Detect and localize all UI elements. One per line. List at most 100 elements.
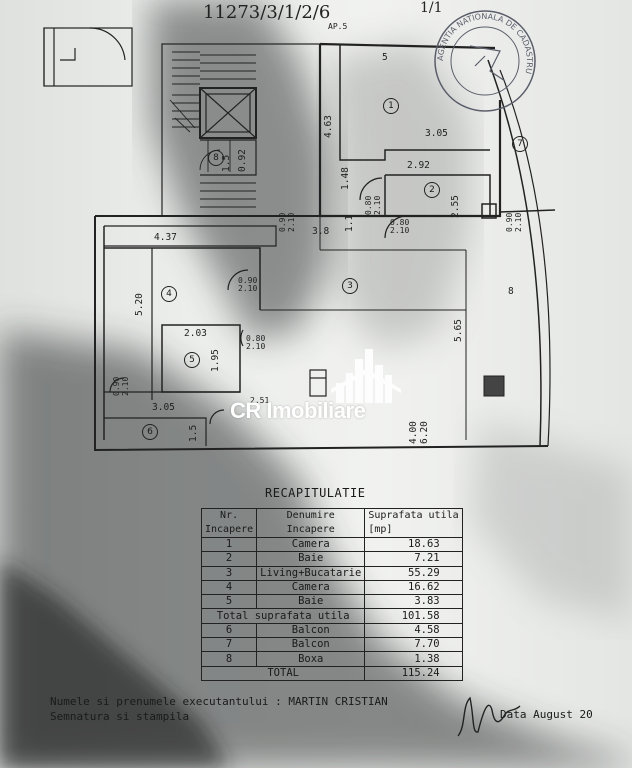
dim-r2-height: 2.55	[450, 195, 461, 218]
dim-15: 1.5	[221, 154, 232, 172]
table-row: 8 Boxa 1.38	[200, 651, 463, 667]
recap-title: RECAPITULATIE	[265, 486, 366, 500]
subtotal-label: Total suprafata utila	[200, 608, 366, 624]
subtotal-row: Total suprafata utila 101.58	[200, 608, 463, 624]
table-row: 6 Balcon 4.58	[200, 622, 463, 639]
row-nr: 8	[200, 651, 258, 667]
row-area: 16.62	[364, 579, 463, 596]
row-nr: 7	[200, 637, 258, 653]
row-nr: 3	[200, 565, 258, 581]
subtotal-area: 101.58	[364, 608, 463, 624]
recap-table: Nr. Incapere Denumire Incapere Suprafata…	[200, 508, 463, 681]
dim-door-c2: 2.10	[390, 226, 410, 235]
room-number-3: 3	[342, 278, 358, 294]
dim-door-b: 0.80	[364, 195, 373, 215]
row-name: Baie	[256, 594, 366, 610]
stamp-text: AGENTIA NATIONALA DE CADASTRU	[436, 12, 534, 75]
footer-executant: Numele si prenumele executantului : MART…	[50, 695, 388, 708]
handwritten-reference: 11273/3/1/2/6	[203, 2, 331, 23]
room-number-5: 5	[184, 352, 200, 368]
dim-r5-height: 1.95	[210, 349, 221, 372]
dim-r4-width: 4.37	[154, 232, 177, 243]
dim-door-c: 0.80	[390, 218, 410, 227]
dim-11: 1.1	[344, 214, 355, 232]
dim-r6-height: 1.5	[188, 424, 199, 442]
footer-date: Data August 20	[500, 708, 593, 721]
header-area-line1: Suprafata utila	[368, 510, 459, 521]
row-name: Living+Bucatarie	[256, 565, 366, 581]
row-area: 55.29	[364, 565, 463, 581]
dim-r5-door2: 2.10	[246, 342, 266, 351]
row-area: 1.38	[364, 651, 463, 667]
dim-r5-door: 0.80	[246, 334, 266, 343]
header-area: Suprafata utila [mp]	[364, 508, 463, 538]
header-name-line1: Denumire	[286, 510, 335, 521]
footer-signature-label: Semnatura si stampila	[50, 710, 190, 723]
dim-r3-width: 8	[508, 286, 514, 297]
total-label: TOTAL	[200, 665, 366, 681]
row-name: Baie	[256, 551, 366, 567]
dim-door-b2: 2.10	[373, 195, 382, 215]
room-number-6: 6	[142, 424, 158, 440]
row-area: 4.58	[364, 622, 463, 639]
row-area: 3.83	[364, 594, 463, 610]
room-number-4: 4	[161, 286, 177, 302]
table-row: 5 Baie 3.83	[200, 594, 463, 610]
row-name: Camera	[256, 536, 366, 553]
row-nr: 1	[200, 536, 258, 553]
header-name-line2: Incapere	[286, 524, 335, 535]
dim-r6-door: 0.90	[112, 376, 121, 396]
dim-148: 1.48	[340, 167, 351, 190]
recap-header-row: Nr. Incapere Denumire Incapere Suprafata…	[200, 508, 463, 538]
watermark-text: CR Imobiliare	[230, 398, 366, 423]
table-row: 1 Camera 18.63	[200, 536, 463, 553]
dim-r6-width: 3.05	[152, 402, 175, 413]
dim-38: 3.8	[312, 226, 330, 237]
dim-top: 5	[382, 52, 388, 63]
row-nr: 6	[200, 622, 258, 639]
total-row: TOTAL 115.24	[200, 665, 463, 681]
row-nr: 4	[200, 579, 258, 596]
header-nr: Nr. Incapere	[200, 508, 258, 538]
cadastre-stamp: AGENTIA NATIONALA DE CADASTRU	[434, 10, 536, 112]
row-area: 7.21	[364, 551, 463, 567]
dim-door-d: 0.90	[505, 212, 514, 232]
dim-r4-door: 0.90	[238, 276, 258, 285]
row-area: 18.63	[364, 536, 463, 553]
table-row: 4 Camera 16.62	[200, 579, 463, 596]
dim-r6-door2: 2.10	[121, 376, 130, 396]
dim-251: 2.51	[250, 396, 270, 405]
table-row: 3 Living+Bucatarie 55.29	[200, 565, 463, 581]
row-nr: 2	[200, 551, 258, 567]
row-nr: 5	[200, 594, 258, 610]
dim-r3-height: 5.65	[453, 319, 464, 342]
watermark-logo	[331, 349, 401, 403]
dim-r5-width: 2.03	[184, 328, 207, 339]
dim-092: 0.92	[237, 149, 248, 172]
dim-r4-door2: 2.10	[238, 284, 258, 293]
row-area: 7.70	[364, 637, 463, 653]
table-row: 7 Balcon 7.70	[200, 637, 463, 653]
row-name: Boxa	[256, 651, 366, 667]
row-name: Balcon	[256, 622, 366, 639]
svg-text:AGENTIA NATIONALA DE CADASTRU: AGENTIA NATIONALA DE CADASTRU	[436, 12, 534, 75]
handwritten-page: 1/1	[420, 0, 443, 16]
room-number-8: 8	[208, 150, 224, 166]
handwritten-note: AP.5	[328, 22, 348, 31]
dim-620: 6.20	[419, 421, 430, 444]
room-number-7: 7	[512, 136, 528, 152]
handwritten-signature	[457, 696, 521, 737]
header-nr-line2: Incapere	[205, 524, 254, 535]
room-number-1: 1	[383, 98, 399, 114]
dim-r1-width: 3.05	[425, 128, 448, 139]
room-number-2: 2	[424, 182, 440, 198]
row-name: Camera	[256, 579, 366, 596]
dim-door-d2: 2.10	[514, 212, 523, 232]
header-nr-line1: Nr.	[220, 510, 239, 521]
dim-r2-width: 2.92	[407, 160, 430, 171]
dim-r1-height: 4.63	[323, 115, 334, 138]
row-name: Balcon	[256, 637, 366, 653]
dim-r4-height: 5.20	[134, 293, 145, 316]
dim-door-a: 0.90	[278, 212, 287, 232]
